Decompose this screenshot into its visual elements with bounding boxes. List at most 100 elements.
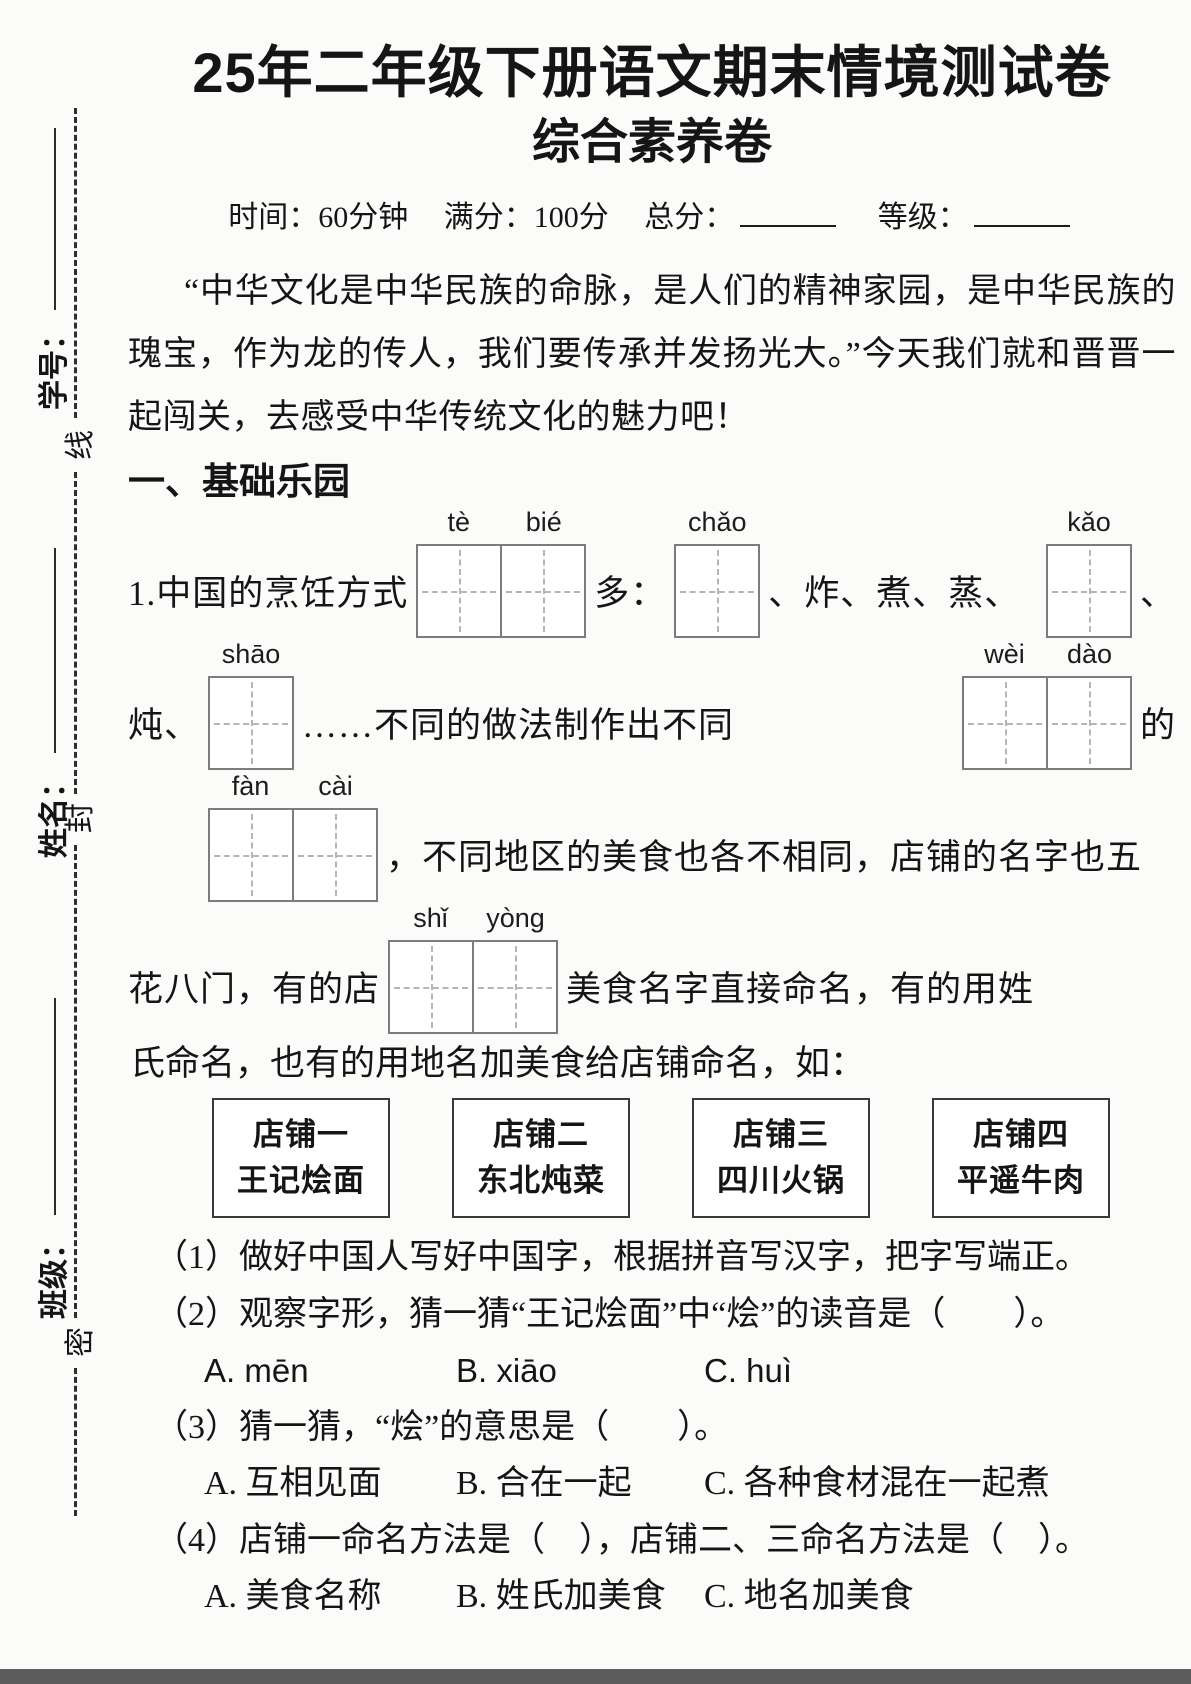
- q1-line1-text: 、炸、煮、蒸、: [768, 574, 1021, 614]
- option-a: A. mēn: [204, 1351, 309, 1389]
- q1-sub4-text: （4）店铺一命名方法是（ ），店铺二、三命名方法是（ ）。: [154, 1521, 1089, 1559]
- student-id-writein-line[interactable]: [54, 128, 56, 310]
- writing-box-chao: chǎo: [674, 507, 761, 638]
- pinyin-wei: wèi: [984, 638, 1025, 669]
- full-score-label: 满分：100分: [443, 201, 609, 235]
- pinyin-labels: shāo: [208, 639, 294, 670]
- option-a: A. 美食名称: [204, 1577, 382, 1615]
- writing-cell[interactable]: [961, 675, 1048, 770]
- name-writein-line[interactable]: [54, 548, 56, 753]
- pinyin-labels: kǎo: [1046, 507, 1132, 538]
- q1-line2-text: 的: [1139, 706, 1176, 746]
- q1-sub3-options: A. 互相见面 B. 合在一起 C. 各种食材混在一起煮: [128, 1462, 1176, 1506]
- q1-line5-text: 氏命名，也有的用地名加美食给店铺命名，如：: [130, 1043, 866, 1083]
- pinyin-yong: yòng: [486, 902, 545, 933]
- q1-sub1-text: （1）做好中国人写好中国字，根据拼音写汉字，把字写端正。: [154, 1238, 1089, 1276]
- time-label: 时间：60分钟: [228, 201, 409, 235]
- shop-title: 店铺二: [493, 1116, 589, 1152]
- q1-line2-text: 炖、: [128, 706, 201, 746]
- q1-line3-text: ，不同地区的美食也各不相同，店铺的名字也五: [386, 838, 1143, 878]
- shop-title: 店铺一: [253, 1116, 349, 1152]
- writing-cell[interactable]: [292, 807, 378, 902]
- page-subtitle: 综合素养卷: [531, 116, 772, 169]
- option-b: B. 姓氏加美食: [456, 1577, 666, 1615]
- pinyin-labels: shǐ yòng: [388, 903, 558, 934]
- pinyin-te: tè: [447, 506, 471, 537]
- option-b: B. xiāo: [456, 1351, 557, 1389]
- option-c: C. huì: [704, 1351, 793, 1389]
- pinyin-labels: chǎo: [674, 507, 760, 538]
- pinyin-kao: kǎo: [1067, 506, 1111, 537]
- exam-meta-row: 时间：60分钟 满分：100分 总分： 等级：: [128, 192, 1176, 236]
- shop-box-3: 店铺三 四川火锅: [692, 1097, 870, 1218]
- q1-line4-text: 美食名字直接命名，有的用姓: [566, 970, 1035, 1010]
- q1-sub4-options: A. 美食名称 B. 姓氏加美食 C. 地名加美食: [128, 1575, 1176, 1619]
- shop-box-2: 店铺二 东北炖菜: [452, 1097, 630, 1218]
- shop-title: 店铺三: [733, 1116, 829, 1152]
- q1-line2-text: ……不同的做法制作出不同: [302, 706, 735, 746]
- q1-line1-text: 多：: [594, 574, 667, 614]
- page-title: 25年二年级下册语文期末情境测试卷: [192, 41, 1112, 104]
- pinyin-labels: tè bié: [416, 507, 586, 538]
- shop-title: 店铺四: [973, 1116, 1069, 1152]
- q1-line1: 1.中国的烹饪方式 tè bié 多： chǎo 、炸、煮、蒸、 kǎo 、: [128, 506, 1176, 638]
- seal-dashed-line: [74, 1368, 77, 1516]
- writing-box-weidao: wèi dào: [961, 639, 1132, 770]
- seal-char-mi: 密: [64, 1327, 97, 1357]
- grade-label: 等级：: [877, 201, 968, 235]
- q1-line1-text: 1.中国的烹饪方式: [128, 574, 409, 614]
- seal-dashed-line: [74, 845, 77, 1318]
- shop-name: 平遥牛肉: [957, 1162, 1085, 1198]
- class-writein-line[interactable]: [54, 998, 56, 1215]
- writing-box-tebie: tè bié: [416, 507, 587, 638]
- seal-dashed-line: [74, 108, 77, 418]
- shop-box-1: 店铺一 王记烩面: [212, 1097, 390, 1218]
- total-score-field: 总分：: [644, 201, 842, 234]
- q1-sub2-text: （2）观察字形，猜一猜“王记烩面”中“烩”的读音是（ ）。: [154, 1295, 1065, 1333]
- pinyin-shao: shāo: [221, 638, 281, 669]
- section-one-heading: 一、基础乐园: [128, 461, 350, 503]
- pinyin-shi: shǐ: [413, 902, 448, 933]
- shop-name: 四川火锅: [717, 1162, 845, 1198]
- q1-line1-text: 、: [1139, 574, 1176, 614]
- writing-box-kao: kǎo: [1045, 507, 1132, 638]
- pinyin-bie: bié: [525, 506, 562, 537]
- writing-cell[interactable]: [500, 543, 587, 638]
- seal-char-feng: 封: [64, 803, 97, 833]
- option-c: C. 地名加美食: [704, 1577, 914, 1615]
- page-edge-shadow: [0, 1669, 1191, 1684]
- total-score-label: 总分：: [644, 201, 735, 235]
- pinyin-dao: dào: [1066, 638, 1113, 669]
- q1-line4: 花八门，有的店 shǐ yòng 美食名字直接命名，有的用姓: [128, 902, 1176, 1034]
- shop-name: 王记烩面: [237, 1162, 365, 1198]
- grade-blank[interactable]: [973, 197, 1070, 228]
- grade-field: 等级：: [878, 201, 1076, 234]
- shop-boxes-row: 店铺一 王记烩面 店铺二 东北炖菜 店铺三 四川火锅 店铺四 平遥牛肉: [128, 1097, 1176, 1218]
- q1-sub3-text: （3）猜一猜，“烩”的意思是（ ）。: [154, 1408, 729, 1446]
- seal-char-xian: 线: [64, 430, 97, 460]
- pinyin-chao: chǎo: [688, 506, 747, 537]
- writing-box-shiyong: shǐ yòng: [388, 903, 559, 1034]
- writing-cell[interactable]: [208, 675, 295, 770]
- intro-paragraph: “中华文化是中华民族的命脉，是人们的精神家园，是中华民族的瑰宝，作为龙的传人，我…: [128, 273, 1176, 437]
- writing-cell[interactable]: [416, 543, 503, 638]
- writing-cell[interactable]: [208, 807, 294, 902]
- total-score-blank[interactable]: [740, 197, 837, 228]
- q1-line4-text: 花八门，有的店: [128, 970, 381, 1010]
- option-a: A. 互相见面: [204, 1464, 382, 1502]
- writing-cell[interactable]: [674, 543, 761, 638]
- writing-cell[interactable]: [1045, 675, 1132, 770]
- pinyin-fan: fàn: [231, 770, 270, 801]
- q1-sub2-options: A. mēn B. xiāo C. huì: [128, 1349, 1176, 1393]
- writing-cell[interactable]: [1045, 543, 1132, 638]
- pinyin-labels: wèi dào: [962, 639, 1132, 670]
- writing-cell[interactable]: [388, 939, 475, 1034]
- shop-name: 东北炖菜: [477, 1162, 605, 1198]
- seal-dashed-line: [74, 472, 77, 794]
- writing-cell[interactable]: [472, 939, 559, 1034]
- option-b: B. 合在一起: [456, 1464, 632, 1502]
